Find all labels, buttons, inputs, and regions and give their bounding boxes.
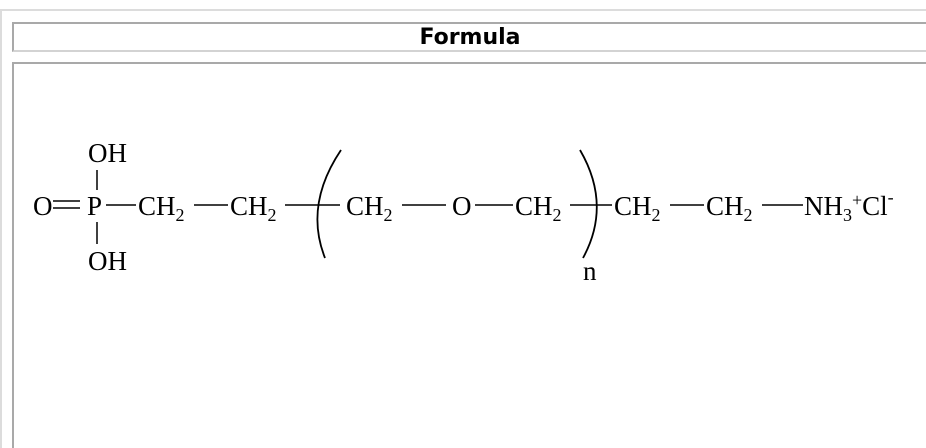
repeat-right-bracket [579,149,598,259]
table-top-border [0,9,926,11]
repeat-left-bracket [316,149,342,259]
table-header-cell: Formula [12,22,926,52]
methylene-5: CH2 [614,191,661,225]
ether-oxygen: O [452,191,472,221]
formula-cell [12,62,926,448]
table-left-border [0,9,2,448]
methylene-6: CH2 [706,191,753,225]
methylene-3: CH2 [346,191,393,225]
hydroxyl-top: OH [88,138,127,168]
phosphorus-atom: P [87,191,102,221]
methylene-2: CH2 [230,191,277,225]
double-bond-oxygen: O [33,191,53,221]
repeat-index: n [583,256,597,286]
table-header-title: Formula [419,25,521,50]
methylene-4: CH2 [515,191,562,225]
hydroxyl-bottom: OH [88,246,127,276]
methylene-1: CH2 [138,191,185,225]
ammonium-chloride: NH3+Cl- [804,187,894,225]
